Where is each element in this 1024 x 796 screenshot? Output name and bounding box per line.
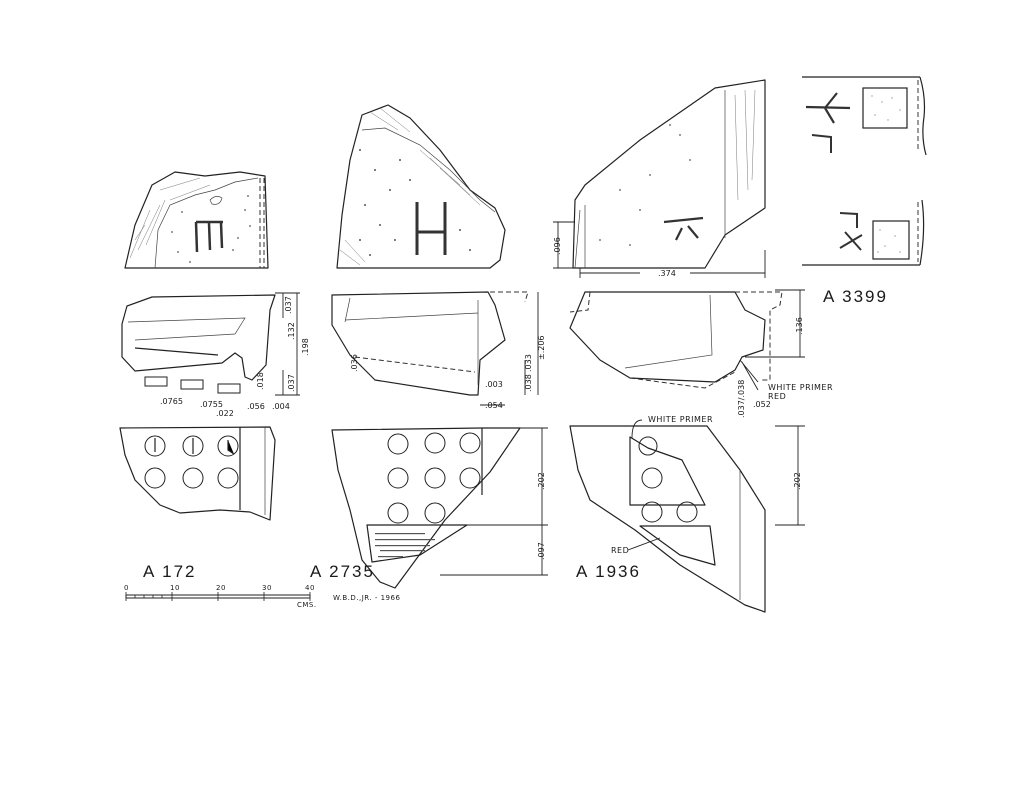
dim-a2735-202: .202 (537, 472, 546, 490)
dim-a2735-033: .033 (524, 354, 533, 372)
mark-angle-symbol (811, 134, 832, 153)
dim-a1936-136: .136 (795, 317, 804, 335)
dim-a172-018: .018 (256, 372, 265, 390)
dim-a172-037-top: .037 (284, 296, 293, 314)
scale-unit: CMS. (297, 601, 317, 609)
catalog-label-a3399: A 3399 (823, 287, 888, 306)
letter-h-inscription (415, 202, 447, 255)
note-red-profile: RED (768, 392, 787, 401)
dim-a2735-038: .038 (524, 374, 533, 392)
dim-a172-004: .004 (272, 402, 290, 411)
dim-a172-198: .198 (301, 338, 310, 356)
a1936-profile-view (569, 289, 805, 391)
a172-profile-view (121, 292, 300, 396)
dim-a172-0755: .0755 (200, 400, 223, 409)
dim-a172-056: .056 (247, 402, 265, 411)
dim-a1936-037-038: .037/.038 (737, 379, 746, 418)
dim-a2735-097: .097 (537, 542, 546, 560)
dim-a172-022: .022 (216, 409, 234, 418)
a1936-face-view (553, 79, 766, 278)
dim-a2735-206: ±.206 (537, 335, 546, 360)
a172-face-view (124, 171, 269, 269)
letter-e-inscription (194, 220, 224, 253)
dim-a1936-052: .052 (753, 400, 771, 409)
note-white-primer-underside: WHITE PRIMER (648, 415, 714, 424)
scale-tick-10: 10 (170, 584, 180, 592)
dim-a1936-374: .374 (658, 269, 676, 278)
a2735-face-view (336, 104, 506, 269)
a2735-profile-view (331, 291, 539, 406)
scale-tick-40: 40 (305, 584, 315, 592)
a172-underside-view (119, 426, 276, 521)
mark-fork-symbol (805, 92, 851, 124)
a3399-detail-view (802, 76, 927, 266)
dim-a2735-036: .036 (350, 354, 359, 372)
note-white-primer-profile: WHITE PRIMER (768, 383, 834, 392)
dim-a1936-096: .096 (553, 237, 562, 255)
dim-a172-132: .132 (287, 322, 296, 340)
a1936-underside-view (569, 419, 805, 613)
scale-tick-20: 20 (216, 584, 226, 592)
mark-angle-symbol-2 (839, 212, 858, 228)
note-red-underside: RED (611, 546, 630, 555)
scale-tick-0: 0 (124, 584, 129, 592)
mark-x-symbol (839, 231, 863, 251)
dim-a1936-202: .202 (793, 472, 802, 490)
a2735-underside-view (331, 427, 548, 589)
scale-bar (125, 592, 311, 601)
catalog-label-a1936: A 1936 (576, 562, 641, 581)
scale-tick-30: 30 (262, 584, 272, 592)
dim-a172-0765: .0765 (160, 397, 183, 406)
catalog-label-a172: A 172 (143, 562, 197, 581)
letter-inscription-mark (663, 216, 704, 241)
dim-a2735-003: .003 (485, 380, 503, 389)
draftsman-credit: W.B.D.,JR. - 1966 (333, 594, 401, 602)
catalog-label-a2735: A 2735 (310, 562, 375, 581)
dim-a172-037-bottom: .037 (287, 374, 296, 392)
dim-a2735-054: .054 (485, 401, 503, 410)
